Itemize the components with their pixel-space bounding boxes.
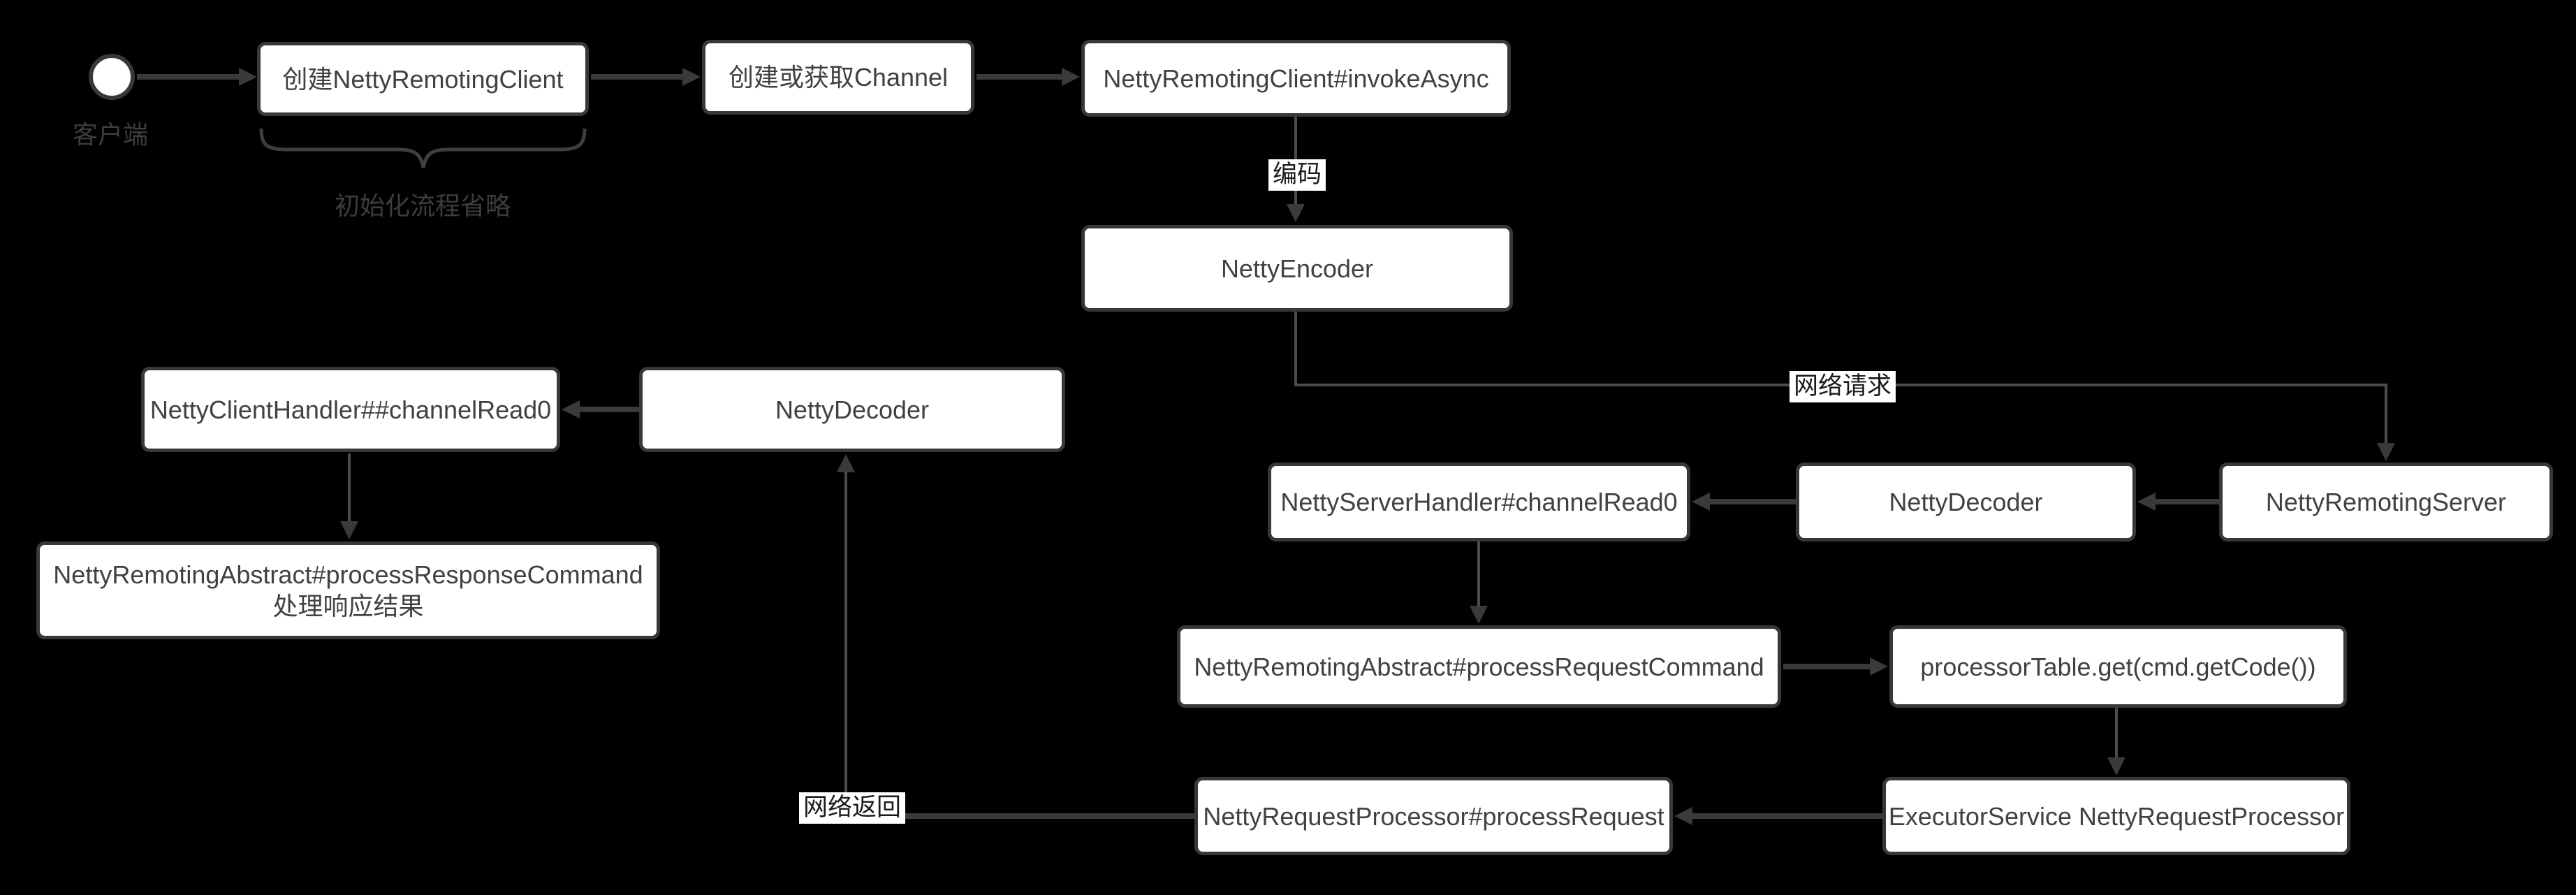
edge-table-to-executor-arrowhead bbox=[2107, 757, 2125, 776]
node-label: NettyRequestProcessor#processRequest bbox=[1203, 801, 1664, 831]
edge-create-to-channel-line bbox=[591, 74, 682, 80]
node-label: ExecutorService NettyRequestProcessor bbox=[1888, 801, 2345, 831]
node-processor-table: processorTable.get(cmd.getCode()) bbox=[1889, 625, 2347, 708]
node-sublabel: 处理响应结果 bbox=[272, 592, 424, 620]
edge-decoder-to-handler-arrowhead bbox=[1692, 493, 1710, 511]
node-label: NettyDecoder bbox=[775, 395, 930, 424]
node-process-response: NettyRemotingAbstract#processResponseCom… bbox=[36, 541, 660, 639]
edge-cdecoder-to-chandler-line bbox=[580, 407, 639, 412]
init-note: 初始化流程省略 bbox=[334, 191, 511, 220]
node-label: processorTable.get(cmd.getCode()) bbox=[1920, 652, 2316, 681]
edge-channel-to-invoke-arrowhead bbox=[1062, 68, 1080, 86]
edge-prc-to-table-line bbox=[1783, 664, 1870, 669]
edge-network-return-hline bbox=[844, 813, 1194, 819]
node-server-decoder: NettyDecoder bbox=[1796, 463, 2136, 541]
edge-server-to-decoder-line bbox=[2156, 499, 2219, 504]
node-label: NettyEncoder bbox=[1220, 254, 1374, 283]
node-label: 创建NettyRemotingClient bbox=[282, 64, 564, 94]
node-label: NettyRemotingAbstract#processRequestComm… bbox=[1194, 652, 1764, 681]
node-label: NettyRemotingAbstract#processResponseCom… bbox=[53, 560, 643, 589]
node-executor-service: ExecutorService NettyRequestProcessor bbox=[1882, 777, 2350, 855]
node-invoke-async: NettyRemotingClient#invokeAsync bbox=[1081, 40, 1511, 117]
edge-channel-to-invoke-line bbox=[976, 74, 1062, 80]
node-create-client: 创建NettyRemotingClient bbox=[257, 42, 589, 116]
edge-network-request-drop2 bbox=[2385, 384, 2387, 444]
edge-client-to-create-line bbox=[137, 74, 240, 80]
edge-table-to-executor-line bbox=[2115, 708, 2118, 758]
node-create-channel: 创建或获取Channel bbox=[702, 40, 974, 115]
edge-handler-to-prc-line bbox=[1477, 541, 1480, 607]
edge-chandler-to-response-arrowhead bbox=[340, 521, 358, 539]
edge-invoke-to-encoder-arrowhead bbox=[1287, 204, 1305, 222]
node-label: NettyDecoder bbox=[1889, 488, 2043, 516]
edge-executor-to-processor-arrowhead bbox=[1674, 807, 1692, 825]
node-client-decoder: NettyDecoder bbox=[639, 367, 1065, 452]
edge-network-request-drop1 bbox=[1294, 312, 1297, 385]
edge-client-to-create-arrowhead bbox=[239, 68, 257, 86]
edge-create-to-channel-arrowhead bbox=[682, 68, 701, 86]
node-label: NettyClientHandler##channelRead0 bbox=[149, 395, 552, 424]
node-label: NettyRemotingServer bbox=[2265, 488, 2507, 516]
node-label: 创建或获取Channel bbox=[728, 63, 949, 92]
under-brace bbox=[259, 129, 587, 168]
edge-label-encode: 编码 bbox=[1268, 159, 1326, 191]
edge-network-return-vline bbox=[844, 472, 847, 819]
edge-cdecoder-to-chandler-arrowhead bbox=[562, 400, 580, 419]
node-server-handler: NettyServerHandler#channelRead0 bbox=[1268, 463, 1690, 541]
edge-label-network-return: 网络返回 bbox=[799, 792, 906, 824]
edge-network-request-arrowhead bbox=[2377, 443, 2395, 461]
node-client-handler: NettyClientHandler##channelRead0 bbox=[141, 367, 560, 452]
node-label: NettyRemotingClient#invokeAsync bbox=[1103, 64, 1489, 93]
edge-network-return-arrowhead bbox=[837, 454, 855, 472]
start-circle-icon bbox=[89, 54, 135, 100]
edge-decoder-to-handler-line bbox=[1710, 499, 1796, 504]
node-request-processor: NettyRequestProcessor#processRequest bbox=[1194, 777, 1673, 855]
node-label: NettyServerHandler#channelRead0 bbox=[1280, 488, 1678, 516]
edge-label-network-request: 网络请求 bbox=[1790, 371, 1896, 402]
edge-chandler-to-response-line bbox=[348, 453, 351, 522]
edge-handler-to-prc-arrowhead bbox=[1470, 606, 1488, 624]
node-remoting-server: NettyRemotingServer bbox=[2219, 463, 2553, 541]
client-caption: 客户端 bbox=[73, 120, 149, 149]
edge-executor-to-processor-line bbox=[1692, 813, 1882, 819]
node-process-request-command: NettyRemotingAbstract#processRequestComm… bbox=[1177, 625, 1781, 708]
edge-prc-to-table-arrowhead bbox=[1870, 657, 1888, 676]
node-netty-encoder: NettyEncoder bbox=[1081, 225, 1513, 312]
edge-server-to-decoder-arrowhead bbox=[2137, 493, 2156, 511]
